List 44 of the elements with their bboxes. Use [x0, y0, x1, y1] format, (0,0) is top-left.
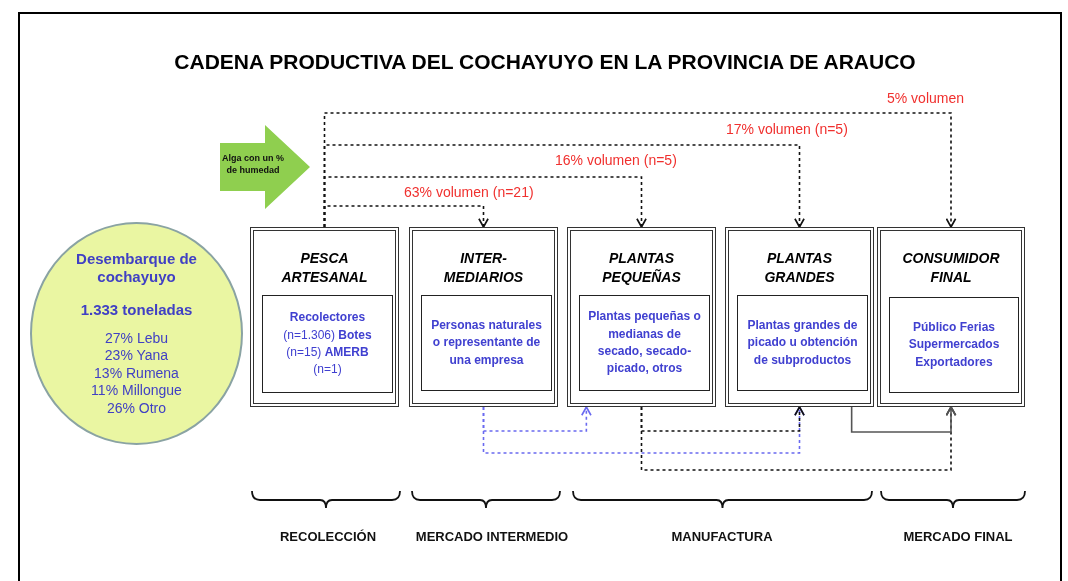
stage-heading: PLANTAS PEQUEÑAS: [601, 249, 682, 287]
description-text: Plantas grandes de picado u obtención de subproductos: [746, 316, 859, 369]
ellipse-text: Desembarque de cochayuyo: [75, 249, 198, 288]
arrow: [323, 176, 647, 228]
ellipse-text: 23% Yana: [104, 347, 169, 365]
stage-group-label: MANUFACTURA: [670, 529, 774, 544]
arrow: [640, 406, 805, 432]
ellipse-text: 11% Millongue: [91, 382, 182, 400]
stage-group-label: MERCADO INTERMEDIO: [414, 529, 570, 544]
stage-box: [250, 227, 399, 407]
stage-box: [725, 227, 874, 407]
arrow: [323, 205, 489, 228]
stage-box: [409, 227, 558, 407]
stage-heading: INTER- MEDIARIOS: [442, 249, 525, 287]
ellipse-text: 1.333 toneladas: [80, 301, 193, 320]
description-box: [889, 297, 1019, 393]
description-box: [579, 295, 710, 391]
arrow: [850, 406, 957, 433]
stage-heading: CONSUMIDOR FINAL: [901, 249, 1001, 287]
arrow: [323, 112, 957, 228]
arrow: [323, 144, 805, 228]
stage-group-label: MERCADO FINAL: [902, 529, 1014, 544]
ellipse-text: 26% Otro: [106, 399, 167, 418]
block-arrow: [220, 125, 310, 209]
edge-label: 63% volumen (n=21): [402, 184, 536, 200]
description-box: [737, 295, 868, 391]
edge-label: 16% volumen (n=5): [553, 152, 679, 168]
arrow-text: Alga con un % de humedad: [221, 152, 285, 177]
description-text: Personas naturales o representante de una empresa: [430, 316, 543, 369]
diagram-title: CADENA PRODUCTIVA DEL COCHAYUYO EN LA PROVINCIA DE ARAUCO: [173, 50, 917, 74]
stage-box: [567, 227, 716, 407]
description-text: Público Ferias Supermercados Exportadores: [907, 318, 1001, 371]
description-text: Recolectores (n=1.306) Botes (n=15) AMERB (n=1): [282, 309, 373, 379]
stage-box: [877, 227, 1025, 407]
description-box: [421, 295, 552, 391]
edge-label: 5% volumen: [885, 90, 967, 106]
arrow: [482, 406, 592, 432]
stage-heading: PLANTAS GRANDES: [763, 249, 836, 287]
ellipse-text: 27% Lebu: [104, 329, 169, 348]
ellipse-text: 13% Rumena: [94, 364, 179, 383]
description-box: [262, 295, 393, 393]
edge-label: 17% volumen (n=5): [724, 121, 850, 137]
description-text: Plantas pequeñas o medianas de secado, secado- picado, otros: [587, 308, 702, 378]
stage-heading: PESCA ARTESANAL: [280, 249, 369, 287]
